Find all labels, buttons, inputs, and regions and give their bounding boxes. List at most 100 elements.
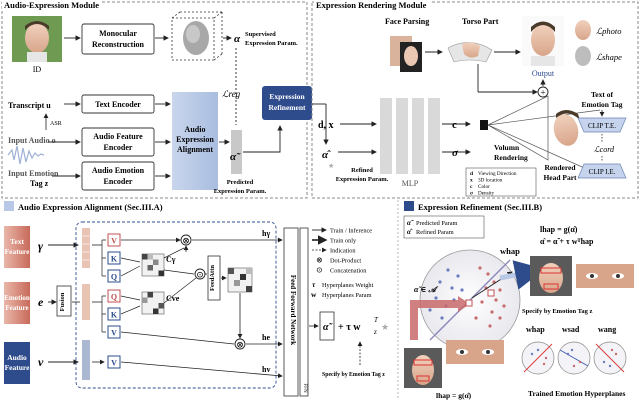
trained-hyperplanes-label: Trained Emotion Hyperplanes — [528, 389, 625, 398]
c-gamma-label: Cγ — [166, 255, 176, 264]
h-e-label: he — [262, 333, 270, 342]
refined-face-crop — [530, 256, 634, 296]
expression-rendering-module: Expression Rendering Module Face Parsing… — [311, 0, 639, 199]
eq2: α̂ = α̃ + τ wᵀhap — [540, 237, 594, 246]
svg-text:K: K — [111, 255, 118, 264]
svg-text:w: w — [311, 290, 317, 299]
input-emotion-line2: Tag z — [30, 179, 49, 188]
feed-attn-box — [207, 255, 221, 301]
svg-text:⊗: ⊗ — [316, 256, 323, 265]
eq1: lhap = g(α̂) — [540, 225, 578, 234]
refinement-title-marker — [404, 201, 414, 211]
predicted-face-crop — [404, 340, 504, 388]
svg-text:Density: Density — [478, 191, 495, 197]
expression-refinement-box — [262, 86, 312, 120]
alpha-tilde-top: α̃ — [230, 151, 241, 163]
render-module-title: Expression Rendering Module — [316, 0, 427, 10]
svg-text:d: d — [470, 171, 473, 177]
clip-te-label: CLIP T.E. — [588, 122, 616, 130]
dot-product-2: ⊗ — [234, 338, 246, 350]
emotion-feature-box — [4, 282, 30, 324]
clip-te-box — [577, 117, 627, 133]
specify-bottom-right: Specify by Emotion Tag z — [522, 308, 593, 315]
asr-label: ASR — [50, 121, 62, 127]
specify-bottom-left: Specify by Emotion Tag z — [322, 372, 385, 378]
expr-refinement-line2: Refinement — [268, 103, 306, 112]
svg-text:⊗: ⊗ — [182, 236, 190, 246]
input-emotion-line1: Input Emotion — [8, 169, 59, 178]
text-feature-box — [4, 226, 30, 268]
align-line3: Alignment — [177, 145, 213, 154]
text-encoder-label: Text Encoder — [95, 100, 141, 109]
alpha-in-a-label: α̃ ∈ 𝒜 — [414, 285, 439, 294]
svg-text:⊙: ⊙ — [196, 270, 204, 280]
svg-text:Predicted Param: Predicted Param — [416, 220, 458, 227]
star-top: ★ — [328, 162, 334, 170]
scatter-red — [474, 266, 506, 328]
svg-text:Emotion: Emotion — [4, 294, 30, 302]
ffn-short-box — [299, 227, 309, 397]
c-ve-matrix — [141, 291, 165, 315]
trained-hyperplanes — [521, 341, 627, 375]
refinement-arrow — [410, 296, 470, 340]
audio-expression-module: Audio-Expression Module ID Monocular Rec… — [1, 0, 312, 199]
align-line2: Expression — [176, 135, 214, 144]
svg-text:V: V — [111, 237, 117, 246]
svg-text:Concatenation: Concatenation — [330, 268, 367, 275]
svg-text:K: K — [111, 311, 118, 320]
plus-sign: + — [540, 88, 545, 98]
l-cord-label: ℒcord — [594, 145, 615, 154]
audio-feature-encoder-line1: Audio Feature — [93, 132, 143, 141]
align-line1: Audio — [185, 125, 206, 134]
l-photo-label: ℒphoto — [596, 26, 621, 36]
mlp-label: MLP — [402, 179, 419, 188]
volumn-line1: Volumn — [494, 143, 520, 152]
svg-text:Q: Q — [111, 273, 117, 282]
star-bottom: ★ — [381, 322, 389, 332]
id-face-photo — [12, 16, 62, 62]
alignment-dashed-region — [75, 221, 277, 389]
svg-text:Text: Text — [10, 237, 24, 246]
alignment-section: Audio Expression Alignment (Sec.III.A) T… — [4, 201, 389, 397]
svg-text:α̂: α̂ — [407, 228, 413, 236]
text-emotion-tag-line1: Text of — [591, 90, 614, 99]
sigma-symbol: σ — [452, 147, 459, 159]
svg-text:⊙: ⊙ — [316, 266, 323, 275]
rendered-head-line2: Head Part — [543, 173, 577, 182]
rendered-head-image — [553, 110, 580, 146]
e-symbol: e — [38, 295, 44, 309]
refined-line1: Refined — [351, 167, 373, 174]
clip-ie-label: CLIP I.E. — [589, 168, 616, 176]
svg-text:Train / Inference: Train / Inference — [330, 228, 372, 235]
svg-text:Train only: Train only — [330, 238, 357, 245]
photo-face-thumb — [575, 20, 591, 40]
refined-line2: Expression Param. — [336, 176, 389, 183]
w-sad-item: wsad — [562, 325, 580, 334]
svg-text:α̃: α̃ — [407, 219, 414, 227]
predicted-line1: Predicted — [227, 179, 254, 186]
c-ve-label: Cve — [166, 294, 180, 303]
refinement-title: Expression Refinement (Sec.III.B) — [418, 202, 542, 212]
eq-bottom: lhap = g(α̂) — [436, 391, 472, 400]
predicted-line2: Expression Param. — [214, 188, 267, 195]
svg-text:Hyperplanes Param: Hyperplanes Param — [322, 292, 372, 299]
svg-text:Audio: Audio — [7, 353, 27, 362]
w-hap-label: whap — [500, 246, 520, 256]
output-label: Output — [532, 69, 555, 78]
concat-circle: ⊙ — [194, 268, 206, 280]
supervised-line1: Supervised — [245, 31, 276, 38]
audio-emotion-encoder-box — [81, 161, 155, 191]
refinement-legend — [403, 215, 485, 239]
output-face — [522, 16, 564, 66]
z-subscript: z — [373, 328, 377, 336]
mono-recon-box — [81, 23, 155, 55]
tau-w-term: + τ w — [338, 322, 361, 333]
h-gamma-label: hγ — [262, 229, 270, 238]
l-reg-label: ℒreg — [222, 89, 241, 99]
transcript-label: Transcript u — [8, 101, 51, 110]
expr-refinement-line1: Expression — [269, 92, 305, 101]
w-ang-item: wang — [598, 325, 616, 334]
svg-text:c: c — [470, 184, 473, 190]
audio-feature-encoder-box — [81, 127, 155, 157]
